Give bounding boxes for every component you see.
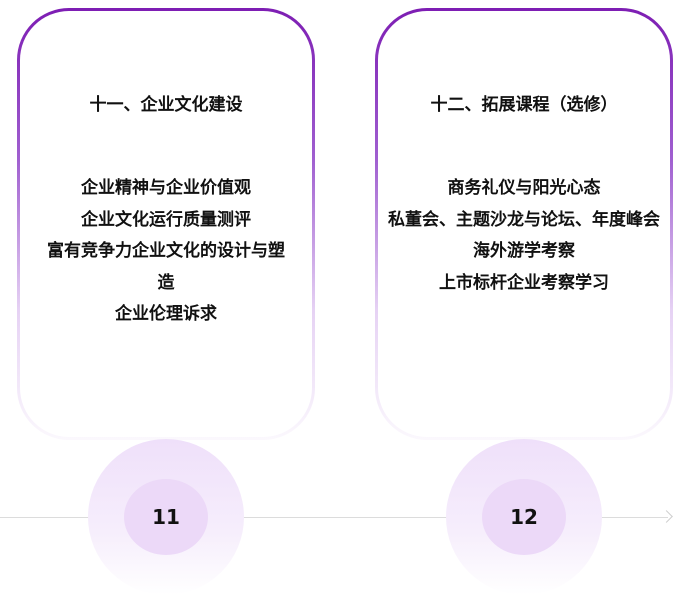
number-badge-11: 11 (124, 479, 208, 555)
card-item: 海外游学考察 (473, 241, 575, 261)
card-item: 商务礼仪与阳光心态 (447, 178, 601, 198)
arrow-right-icon (660, 510, 673, 523)
card-item: 上市标杆企业考察学习 (439, 272, 609, 293)
badge-number: 11 (152, 505, 180, 529)
card-title: 十二、拓展课程（选修） (430, 95, 618, 115)
card-item: 企业精神与企业价值观 (81, 178, 251, 198)
course-card-11: 十一、企业文化建设 企业精神与企业价值观 企业文化运行质量测评 富有竞争力企业文… (17, 8, 315, 440)
card-title: 十一、企业文化建设 (89, 95, 243, 115)
card-item: 私董会、主题沙龙与论坛、年度峰会 (388, 209, 660, 230)
course-card-12: 十二、拓展课程（选修） 商务礼仪与阳光心态 私董会、主题沙龙与论坛、年度峰会 海… (375, 8, 673, 440)
card-item: 富有竞争力企业文化的设计与塑造 (47, 241, 285, 293)
badge-number: 12 (510, 505, 538, 529)
number-badge-12: 12 (482, 479, 566, 555)
card-item: 企业文化运行质量测评 (81, 209, 251, 230)
timeline-line (0, 517, 668, 518)
card-item: 企业伦理诉求 (115, 304, 217, 324)
